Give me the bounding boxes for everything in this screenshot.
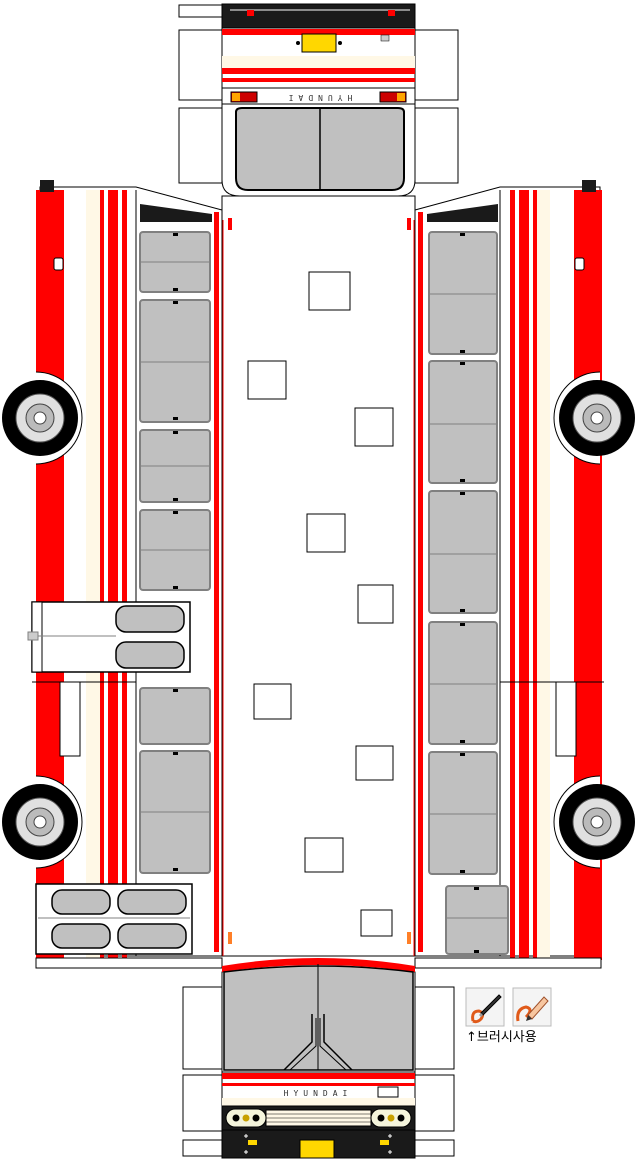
right-window — [428, 360, 498, 484]
roof-vent — [253, 683, 292, 720]
front-left-tab — [178, 29, 223, 101]
roof-vent — [357, 584, 394, 624]
brush-pencil-icon-svg — [512, 987, 552, 1027]
left-front-wheel — [2, 371, 83, 465]
left-rear-wheel — [2, 775, 83, 869]
front-top-bar — [221, 3, 416, 29]
rear-license-plate — [299, 1139, 335, 1159]
rear-section: HYUNDAI — [182, 958, 455, 1159]
rear-left-tab — [182, 986, 223, 1070]
front-right-tab — [414, 29, 459, 101]
rear-plate-text: HYUNDAI — [284, 1089, 353, 1098]
right-rear-wheel — [553, 775, 635, 869]
brush-pencil-icon[interactable] — [512, 987, 552, 1027]
roof-vent — [306, 513, 346, 553]
brush-pen-icon-svg — [465, 987, 505, 1027]
left-window — [139, 299, 211, 423]
right-front-wheel — [553, 371, 635, 465]
roof-panel — [221, 195, 416, 957]
left-window — [139, 687, 211, 745]
roof-section — [220, 195, 417, 957]
front-left-tab-2 — [178, 107, 223, 184]
front-right-tab-2 — [414, 107, 459, 184]
rear-left-tab-2 — [182, 1074, 223, 1132]
right-windows — [428, 231, 509, 955]
rear-right-tab-2 — [414, 1074, 455, 1132]
roof-vent — [354, 407, 394, 447]
front-left-light — [230, 91, 258, 103]
roof-vent — [304, 837, 344, 873]
front-plate-text: HYUNDAI — [284, 93, 353, 102]
left-windows — [139, 231, 211, 874]
rear-right-tab — [414, 986, 455, 1070]
right-window — [428, 621, 498, 745]
right-window — [428, 490, 498, 614]
right-window — [445, 885, 509, 955]
brush-usage-note: ↑브러시사용 — [466, 1030, 537, 1045]
roof-vent — [355, 745, 394, 781]
roof-vent — [308, 271, 351, 311]
left-side — [2, 180, 223, 969]
right-side — [414, 180, 635, 969]
front-sign-yellow — [301, 33, 337, 53]
front-right-light — [379, 91, 407, 103]
brush-pen-icon[interactable] — [465, 987, 505, 1027]
roof-vent — [247, 360, 287, 400]
right-window — [428, 751, 498, 875]
front-section: HYUNDAI — [178, 3, 459, 197]
right-window — [428, 231, 498, 355]
roof-vent — [360, 909, 393, 937]
